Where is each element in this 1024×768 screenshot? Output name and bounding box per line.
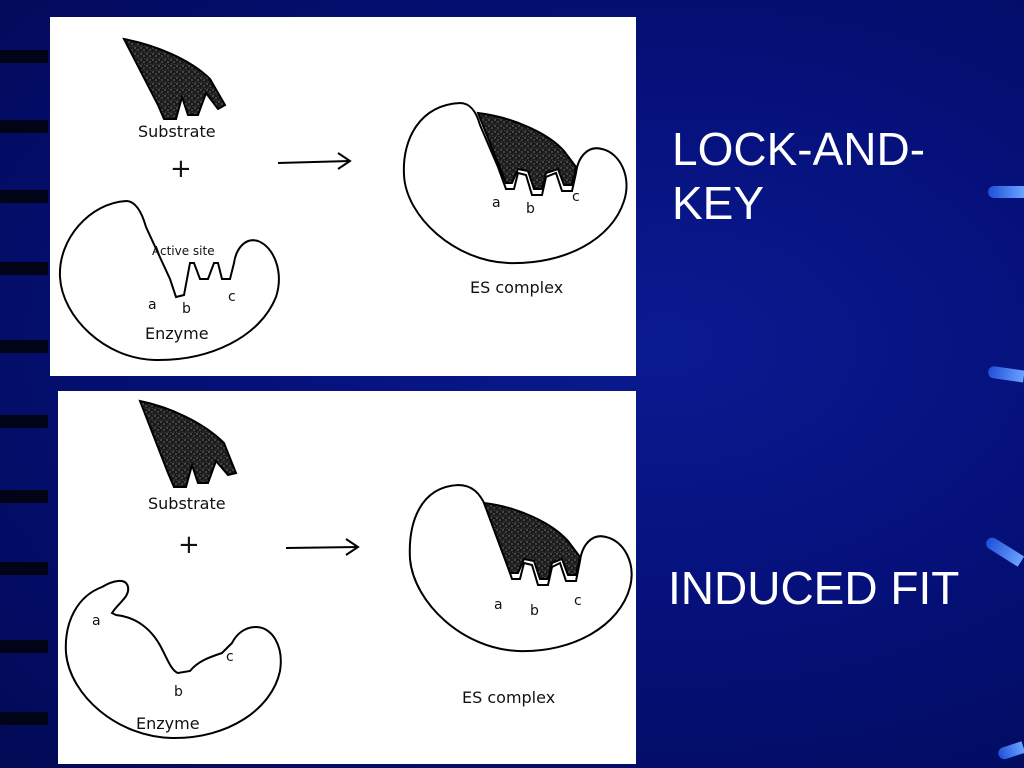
induced-fit-title: INDUCED FIT: [668, 562, 960, 614]
plus-sign: +: [170, 154, 192, 184]
induced-fit-diagram: Substrate + a b c Enzyme a b c ES comple…: [58, 391, 636, 764]
site-c-label: c: [228, 289, 236, 305]
decorative-stripe: [0, 415, 48, 428]
es-complex-substrate-shape: [482, 501, 582, 580]
lock-and-key-diagram: Substrate + Active site a b c Enzyme a b…: [50, 17, 636, 376]
enzyme-shape: [64, 580, 282, 740]
es-complex-label: ES complex: [462, 688, 555, 707]
decorative-streak: [996, 741, 1024, 761]
es-complex-substrate-shape: [476, 111, 578, 190]
site-a-label: a: [148, 297, 157, 313]
plus-sign: +: [178, 530, 200, 560]
complex-site-a-label: a: [492, 195, 501, 211]
site-a-label: a: [92, 613, 101, 629]
site-c-label: c: [226, 649, 234, 665]
enzyme-label: Enzyme: [145, 324, 209, 343]
complex-site-c-label: c: [574, 593, 582, 609]
decorative-stripe: [0, 712, 48, 725]
es-complex-enzyme-shape: [402, 101, 628, 265]
substrate-shape: [122, 37, 227, 120]
complex-site-a-label: a: [494, 597, 503, 613]
decorative-stripe: [0, 190, 48, 203]
decorative-stripe: [0, 50, 48, 63]
complex-site-b-label: b: [530, 603, 539, 619]
substrate-label: Substrate: [138, 122, 216, 141]
active-site-label: Active site: [152, 244, 215, 258]
decorative-streak: [988, 186, 1024, 198]
decorative-stripe: [0, 120, 48, 133]
complex-site-c-label: c: [572, 189, 580, 205]
decorative-stripe: [0, 340, 48, 353]
decorative-streak: [987, 365, 1024, 383]
complex-site-b-label: b: [526, 201, 535, 217]
decorative-stripe: [0, 562, 48, 575]
substrate-label: Substrate: [148, 494, 226, 513]
es-complex-enzyme-shape: [408, 483, 633, 653]
reaction-arrow: [285, 538, 360, 556]
enzyme-shape: [58, 199, 280, 362]
decorative-stripe: [0, 262, 48, 275]
lock-and-key-title: LOCK-AND- KEY: [672, 123, 926, 229]
substrate-shape: [138, 399, 238, 488]
site-b-label: b: [182, 301, 191, 317]
decorative-stripe: [0, 640, 48, 653]
site-b-label: b: [174, 684, 183, 700]
reaction-arrow: [277, 152, 352, 170]
decorative-stripe: [0, 490, 48, 503]
es-complex-label: ES complex: [470, 278, 563, 297]
enzyme-label: Enzyme: [136, 714, 200, 733]
decorative-streak: [983, 535, 1024, 567]
